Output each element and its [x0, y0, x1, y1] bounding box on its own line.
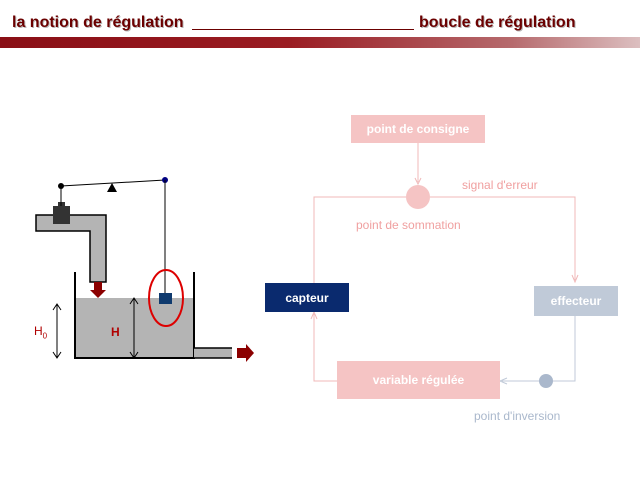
lever-arm	[60, 179, 166, 187]
h0-letter: H	[34, 324, 43, 338]
controlled-variable-box: variable régulée	[337, 361, 500, 399]
summing-point-label: point de sommation	[356, 218, 461, 232]
inversion-point-icon	[539, 374, 553, 388]
regulation-loop	[310, 143, 579, 388]
summing-point-icon	[406, 185, 430, 209]
header-rule	[192, 29, 414, 30]
header-left-title: la notion de régulation	[12, 14, 184, 31]
h0-label: H0	[34, 324, 47, 340]
tank-diagram	[35, 177, 254, 362]
h-label: H	[111, 325, 120, 339]
inlet-arrow-icon	[90, 282, 106, 298]
error-signal-label: signal d'erreur	[462, 178, 538, 192]
inversion-point-label: point d'inversion	[474, 409, 561, 423]
outlet-arrow-icon	[237, 344, 254, 362]
inlet-pipe	[35, 214, 107, 283]
sensor-box: capteur	[265, 283, 349, 312]
float-icon	[159, 293, 172, 304]
header-bar	[0, 37, 640, 48]
setpoint-box: point de consigne	[351, 115, 485, 143]
effector-box: effecteur	[534, 286, 618, 316]
h0-subscript: 0	[42, 331, 48, 341]
valve-body	[53, 206, 70, 224]
header-right-title: boucle de régulation	[419, 14, 576, 31]
outlet-pipe-water	[194, 348, 232, 358]
pivot-icon	[107, 183, 117, 192]
water-body	[76, 298, 194, 357]
float-highlight-circle	[148, 269, 184, 327]
